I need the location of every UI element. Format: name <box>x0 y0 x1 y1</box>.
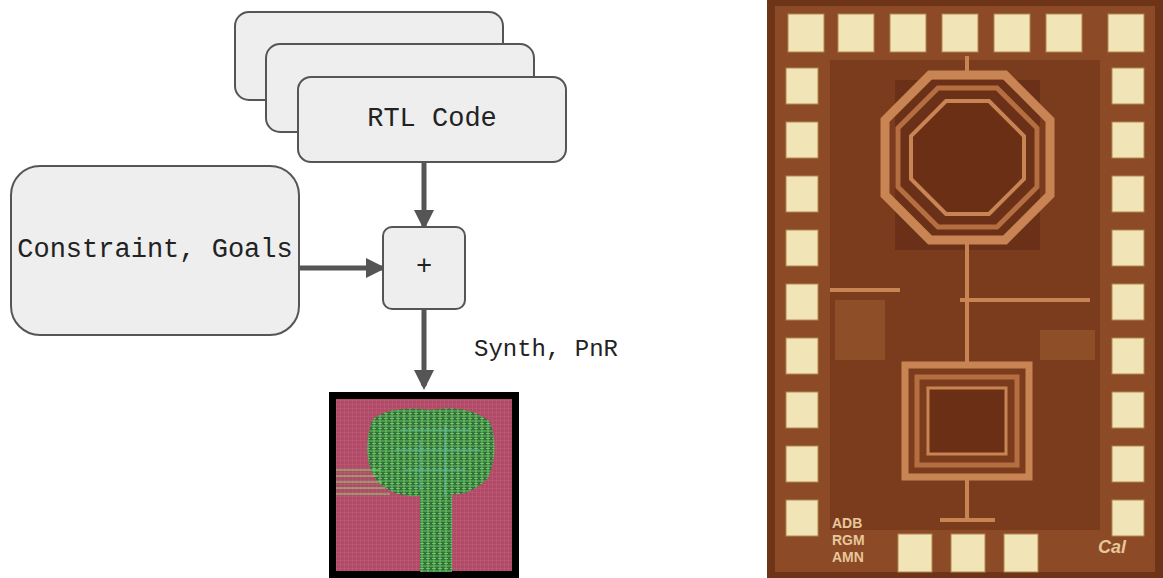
pnr-layout <box>329 392 519 578</box>
node-text: RTL Code <box>367 102 497 137</box>
source-box: RTL Code <box>297 76 567 163</box>
chip-logo: Cal <box>1098 538 1126 556</box>
merge-box: + <box>382 226 466 310</box>
node-text: Constraint, Goals <box>17 233 292 268</box>
flow-arrow <box>422 163 427 226</box>
chip-photo <box>767 0 1163 578</box>
node-text: + <box>416 250 432 285</box>
step-label: Synth, PnR <box>474 338 618 362</box>
flow-arrow <box>422 310 427 386</box>
flow-arrow <box>300 266 382 271</box>
chip-initials: RGM <box>832 533 865 547</box>
chip-initials: ADB <box>832 516 862 530</box>
constraint-box: Constraint, Goals <box>10 165 300 336</box>
chip-initials: AMN <box>832 550 864 564</box>
